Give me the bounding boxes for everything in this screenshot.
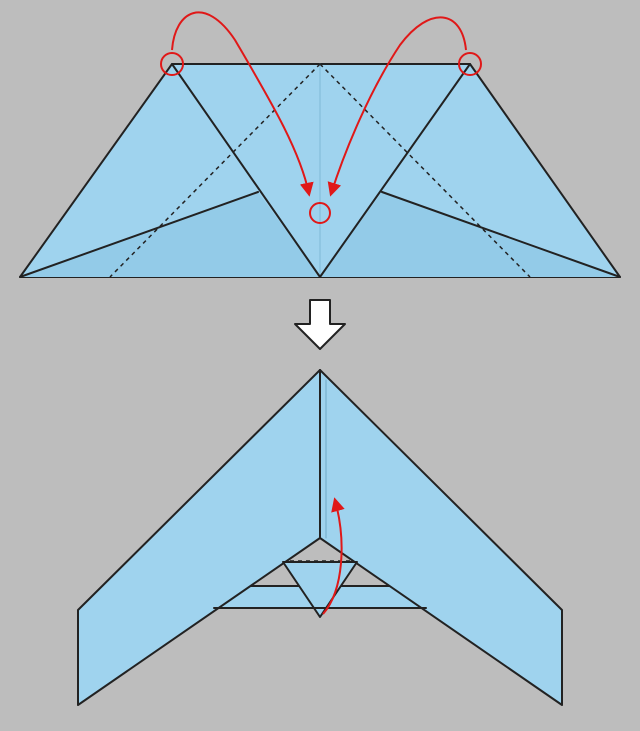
left-inner-edge xyxy=(171,63,321,278)
left-dashed-crease xyxy=(109,63,321,278)
step-2-diagram xyxy=(77,369,563,706)
right-inner-edge xyxy=(319,63,471,278)
right-dashed-crease xyxy=(319,63,531,278)
step-1-diagram xyxy=(19,11,621,278)
left-fold-arrow-icon xyxy=(171,11,314,197)
left-corner-marker xyxy=(160,52,184,76)
left-wing xyxy=(77,369,321,706)
left-flap xyxy=(20,192,320,277)
right-corner-marker xyxy=(458,52,482,76)
center-target-marker xyxy=(309,202,331,224)
right-fold-arrow-icon xyxy=(327,16,467,197)
right-fold-edge xyxy=(381,191,621,278)
next-step-arrow-icon xyxy=(294,299,346,350)
right-flap xyxy=(320,192,620,277)
fold-up-arrow-icon xyxy=(322,497,345,615)
left-fold-edge xyxy=(19,191,259,278)
right-wing xyxy=(319,369,563,706)
